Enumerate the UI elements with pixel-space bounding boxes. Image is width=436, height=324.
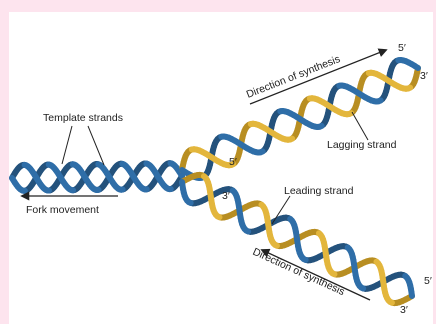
parental-double-helix [12,163,182,191]
template-pointer-right [88,126,104,165]
lagging-helix-strand-b-segment [290,139,292,140]
leading-helix-strand-b-segment [275,245,277,246]
leading-helix-strand-a-segment [304,259,306,260]
parental-strand-b-segment [181,174,182,176]
leading-helix-strand-a-segment [246,231,248,232]
lagging-strand-label: Lagging strand [327,139,397,151]
lagging-pointer-line [352,112,368,140]
top-5prime-right-label: 5′ [398,42,406,54]
top-3prime-right-label: 3′ [420,70,428,82]
bottom-5prime-right-label: 5′ [424,275,432,287]
bottom-3prime-right-label: 3′ [400,304,408,316]
template-strands-label: Template strands [43,112,123,124]
lagging-helix-strand-b-segment [349,113,351,114]
template-pointer-left [62,126,72,164]
leading-helix-strand-a-segment [411,292,412,296]
fork-movement-label: Fork movement [26,204,99,216]
lagging-helix-strand-a-segment [320,126,322,127]
bottom-3prime-left-label: 3′ [222,190,230,202]
lagging-helix-strand-a-segment [379,100,381,101]
leading-helix-strand-b-segment [390,302,392,303]
leading-helix-strand-a-segment [189,202,191,203]
lagging-helix-strand-b-segment [408,88,410,89]
leading-strand-label: Leading strand [284,185,354,197]
direction-of-synthesis-top-label: Direction of synthesis [245,53,342,101]
leading-helix-strand-a-segment [361,288,363,289]
leading-helix-strand-b-segment [333,273,335,274]
leading-helix-strand-b-segment [218,216,220,217]
top-5prime-left-label: 5′ [229,156,237,168]
lagging-helix-strand-a-segment [261,151,263,152]
lagging-helix-strand-a-segment [415,66,418,68]
